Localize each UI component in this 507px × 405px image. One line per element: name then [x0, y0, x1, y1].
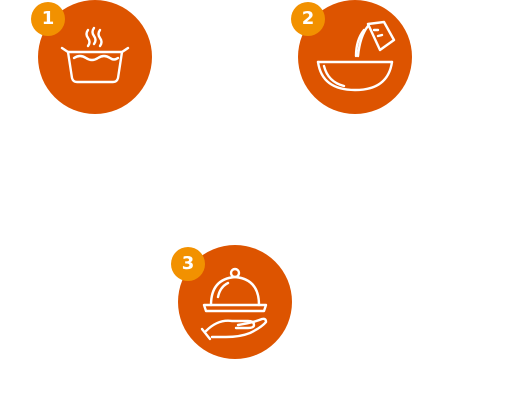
step-3: 3	[171, 245, 293, 363]
pour-into-bowl-icon	[316, 20, 396, 92]
step-1: 1	[31, 0, 153, 118]
steaming-pot-icon	[60, 26, 130, 84]
step-badge-3: 3	[171, 247, 205, 281]
step-2: 2	[291, 0, 413, 118]
step-badge-2: 2	[291, 2, 325, 36]
step-badge-1: 1	[31, 2, 65, 36]
serving-cloche-icon	[200, 267, 268, 341]
